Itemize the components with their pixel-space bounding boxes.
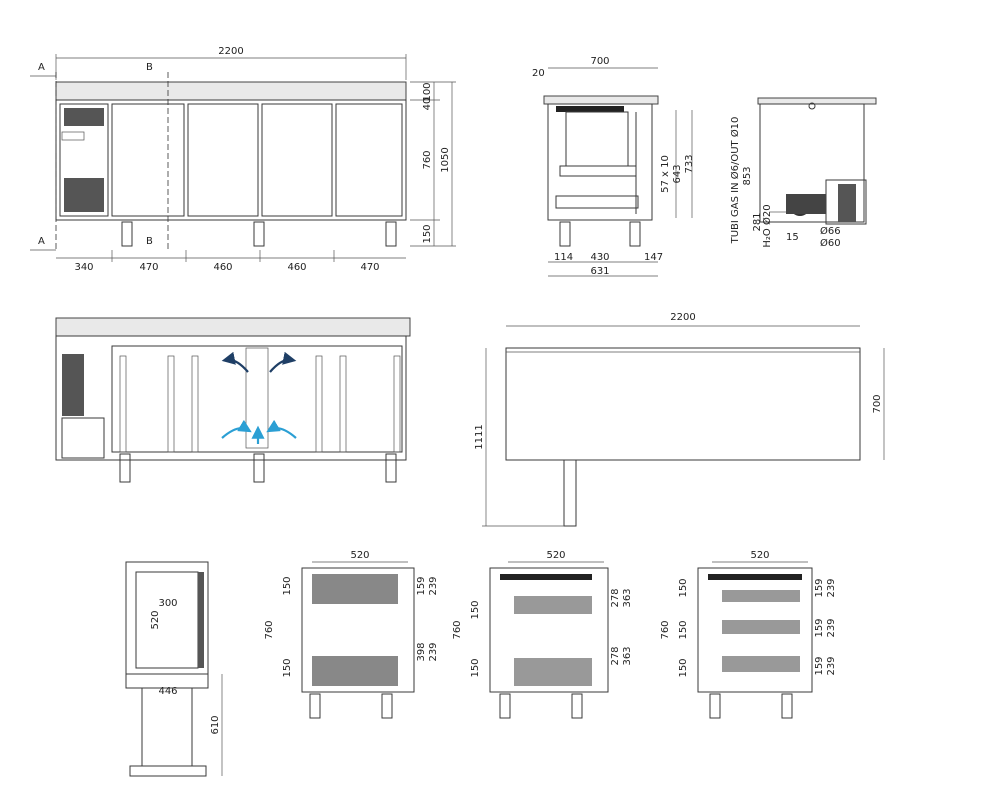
sec-w446: 446 [158, 686, 177, 697]
d1-h239b: 239 [428, 642, 439, 661]
front-view: 2200 A A B B [30, 46, 456, 273]
airflow-in-left [221, 419, 252, 439]
d2-h760: 760 [452, 620, 463, 639]
dim-seg2: 470 [139, 262, 158, 273]
back-h853: 853 [742, 166, 753, 185]
detail-3: 520 760 150 150 150 159 239 159 239 159 … [660, 550, 837, 719]
dim-seg1: 340 [74, 262, 93, 273]
d2-h363a: 363 [622, 588, 633, 607]
dim-leg-h: 150 [422, 224, 433, 243]
d2-h363b: 363 [622, 646, 633, 665]
d2-h278a: 278 [610, 588, 621, 607]
airflow-out-left [221, 351, 249, 373]
section-a-bottom: A [38, 236, 45, 247]
dim-body-h: 760 [422, 150, 433, 169]
dim-top-thick: 40 [422, 98, 433, 111]
d3-h159a: 159 [814, 578, 825, 597]
back-view: TUBI GAS IN Ø6/OUT Ø10 853 281 H₂O Ø20 1… [729, 97, 877, 249]
top-view: 2200 1111 700 [474, 312, 885, 527]
back-gas: TUBI GAS IN Ø6/OUT Ø10 [729, 117, 741, 245]
dim-seg4: 460 [287, 262, 306, 273]
dim-top: 100 [422, 82, 433, 101]
d3-h150a: 150 [678, 578, 689, 597]
dim-front-total: 2200 [218, 46, 243, 57]
back-s15: 15 [786, 232, 799, 243]
back-h281: 281 [752, 212, 763, 231]
dim-slot: 57 x 10 [660, 155, 671, 193]
top-depth: 700 [872, 394, 883, 413]
dim-side-width: 700 [590, 56, 609, 67]
dim-b114: 114 [554, 252, 573, 263]
d2-h150b: 150 [470, 658, 481, 677]
back-h2o: H₂O Ø20 [761, 204, 773, 247]
d3-w520: 520 [750, 550, 769, 561]
section-view: 300 520 446 610 [125, 561, 223, 777]
dim-h733: 733 [684, 154, 695, 173]
d1-h239: 239 [428, 576, 439, 595]
detail-1: 520 760 150 150 159 239 398 239 [264, 550, 439, 719]
d1-h150b: 150 [282, 658, 293, 677]
sec-h610: 610 [210, 715, 221, 734]
top-width: 2200 [670, 312, 695, 323]
section-b-bottom: B [146, 236, 153, 247]
d3-h150c: 150 [678, 658, 689, 677]
d2-w520: 520 [546, 550, 565, 561]
d1-w520: 520 [350, 550, 369, 561]
d1-h159: 159 [416, 576, 427, 595]
d3-h239b: 239 [826, 618, 837, 637]
dim-b631: 631 [590, 266, 609, 277]
sec-w300: 300 [158, 598, 177, 609]
side-view: 700 20 57 x 10 643 733 114 430 147 631 [532, 56, 695, 277]
sec-h520: 520 [150, 610, 161, 629]
dim-b147: 147 [644, 252, 663, 263]
interior-view [55, 317, 411, 483]
back-d60: Ø60 [820, 237, 841, 249]
d3-h159c: 159 [814, 656, 825, 675]
airflow-out-right [269, 351, 297, 373]
dim-b430: 430 [590, 252, 609, 263]
d1-h398: 398 [416, 642, 427, 661]
d1-h150a: 150 [282, 576, 293, 595]
dim-seg5: 470 [360, 262, 379, 273]
airflow-in-right [266, 419, 297, 439]
d2-h150a: 150 [470, 600, 481, 619]
back-d66: Ø66 [820, 225, 841, 237]
dim-overhang: 20 [532, 68, 545, 79]
dim-total-h: 1050 [440, 147, 451, 172]
grille-top [64, 108, 104, 212]
section-a-top: A [38, 62, 45, 73]
section-b-top: B [146, 62, 153, 73]
d1-h760: 760 [264, 620, 275, 639]
d3-h159b: 159 [814, 618, 825, 637]
d2-h278b: 278 [610, 646, 621, 665]
d3-h239c: 239 [826, 656, 837, 675]
top-total: 1111 [474, 424, 485, 449]
dim-seg3: 460 [213, 262, 232, 273]
d3-h239a: 239 [826, 578, 837, 597]
d3-h150b: 150 [678, 620, 689, 639]
d3-h760: 760 [660, 620, 671, 639]
detail-2: 520 760 150 150 278 363 278 363 [452, 550, 633, 719]
dim-h643: 643 [672, 164, 683, 183]
